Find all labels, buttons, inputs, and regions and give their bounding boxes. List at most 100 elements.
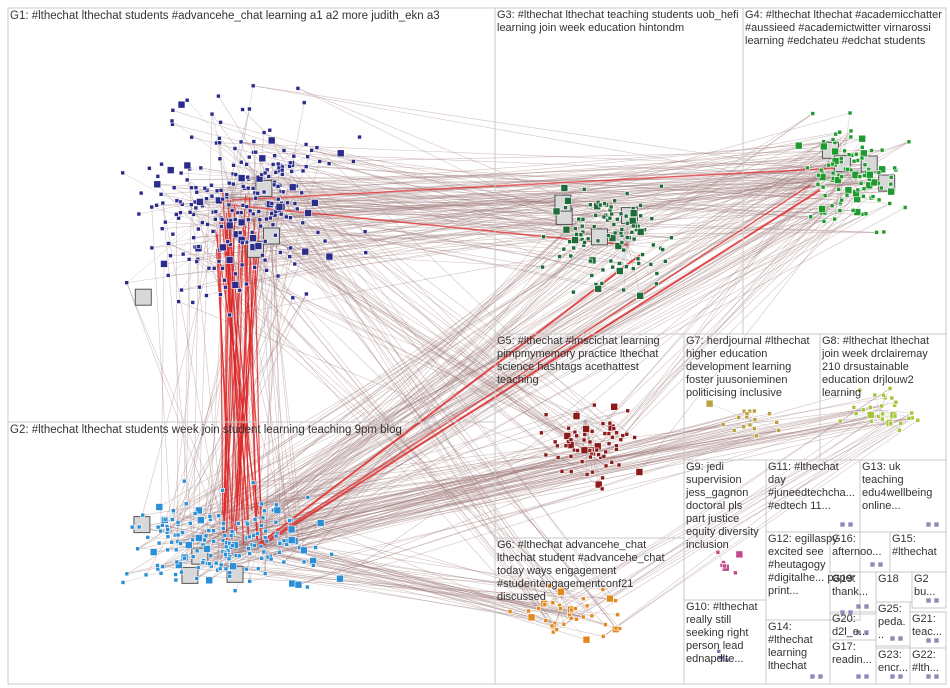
- edge: [591, 417, 913, 617]
- edge: [138, 108, 250, 528]
- node-g10: [716, 648, 722, 654]
- edge: [609, 421, 872, 599]
- node-g1: [253, 149, 258, 155]
- cluster-label-g16: G16: afternoo...: [832, 533, 882, 558]
- edge: [231, 167, 841, 201]
- edge: [261, 449, 575, 505]
- node-g4: [818, 205, 826, 213]
- edge: [243, 175, 865, 187]
- node-g1: [266, 174, 272, 179]
- node-g6: [507, 609, 513, 614]
- node-g7: [741, 424, 746, 430]
- node-g4: [837, 208, 843, 213]
- node-g2: [133, 516, 151, 534]
- node-g1: [288, 215, 293, 221]
- node-g3: [629, 209, 638, 218]
- edge: [176, 405, 882, 563]
- edge: [227, 147, 318, 231]
- node-g1: [303, 164, 309, 169]
- node-g2: [207, 514, 213, 519]
- node-g3: [669, 235, 674, 240]
- node-g14: [817, 673, 824, 680]
- edge: [263, 551, 592, 617]
- node-g1: [260, 252, 265, 258]
- node-g22: [933, 673, 940, 680]
- node-g3: [585, 236, 591, 242]
- edge: [228, 204, 617, 450]
- node-g1: [171, 185, 177, 191]
- node-g1: [351, 159, 356, 164]
- edge: [216, 142, 585, 451]
- edge: [286, 163, 870, 218]
- edge: [271, 213, 616, 234]
- node-g5: [587, 439, 593, 445]
- edge: [315, 245, 584, 548]
- node-g1: [227, 242, 233, 247]
- node-g1: [231, 181, 236, 187]
- node-g1: [270, 162, 276, 167]
- edge: [291, 161, 837, 541]
- node-g6: [584, 603, 590, 609]
- edge: [576, 419, 586, 436]
- edge: [531, 609, 561, 618]
- edge: [283, 150, 831, 193]
- node-g3: [611, 222, 617, 227]
- node-g16: [877, 561, 884, 568]
- node-g2: [187, 520, 193, 526]
- cluster-label-g17: G17: readin...: [832, 641, 872, 666]
- edge: [250, 414, 883, 547]
- edge: [162, 525, 576, 609]
- edge: [235, 260, 593, 547]
- edge: [277, 204, 607, 277]
- edge: [157, 189, 839, 570]
- node-g5: [568, 469, 574, 474]
- node-g1: [262, 239, 268, 244]
- edge: [208, 178, 870, 269]
- edge: [251, 213, 867, 545]
- node-g3: [621, 247, 627, 253]
- edge: [222, 182, 875, 220]
- edge: [221, 182, 862, 219]
- edge: [223, 113, 813, 529]
- node-g1: [240, 203, 246, 208]
- node-g6: [600, 587, 606, 592]
- node-g8: [887, 386, 893, 391]
- node-g1: [237, 287, 243, 293]
- edge: [227, 554, 584, 618]
- node-g2: [273, 533, 279, 539]
- node-g2: [140, 512, 146, 518]
- node-g3: [552, 207, 561, 216]
- node-g6: [550, 629, 556, 635]
- edge: [286, 457, 559, 545]
- node-g1: [311, 199, 319, 207]
- node-g8: [868, 419, 874, 424]
- edge: [283, 150, 831, 563]
- edge: [171, 120, 256, 179]
- edge: [189, 164, 829, 260]
- node-g1: [196, 198, 204, 206]
- node-g2: [135, 546, 140, 552]
- edge: [297, 88, 606, 216]
- node-g2: [156, 540, 162, 546]
- edge: [559, 609, 587, 640]
- node-g3: [557, 254, 562, 259]
- edge: [268, 176, 595, 227]
- edge: [313, 417, 913, 562]
- edge: [271, 232, 877, 237]
- node-g2: [245, 521, 250, 527]
- node-g4: [822, 193, 828, 198]
- edge: [175, 172, 834, 536]
- edge: [200, 167, 609, 236]
- node-g2: [174, 559, 180, 565]
- node-g3: [614, 242, 623, 250]
- cluster-label-g8: G8: #lthechat lthechat join week drclair…: [822, 335, 930, 399]
- node-g1: [226, 180, 232, 186]
- edge: [226, 196, 604, 218]
- node-g4: [836, 187, 841, 192]
- edge: [266, 413, 883, 542]
- node-g6: [558, 606, 563, 611]
- node-g2: [158, 571, 164, 576]
- edge: [584, 169, 852, 190]
- edge: [193, 176, 860, 238]
- edge: [223, 540, 546, 621]
